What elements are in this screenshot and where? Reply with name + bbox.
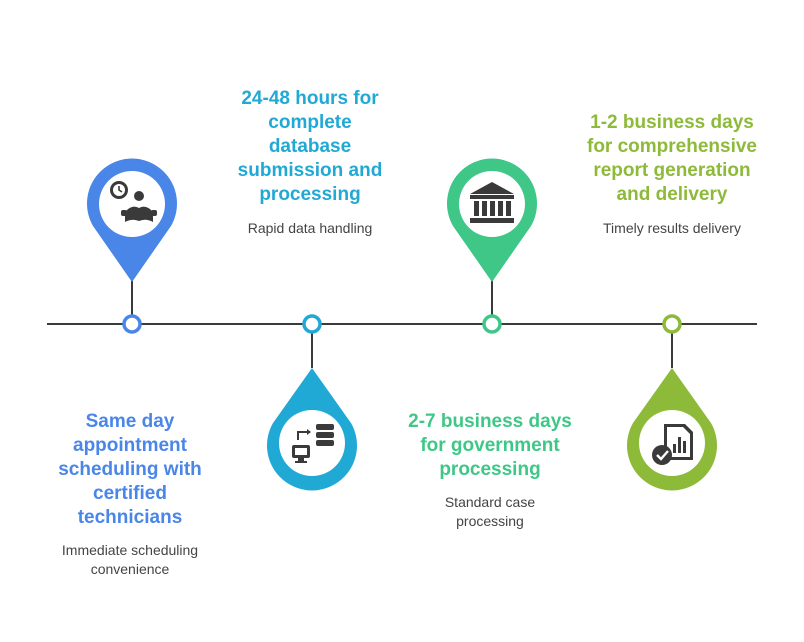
timeline-node-2 xyxy=(302,314,322,334)
timeline-node-1 xyxy=(122,314,142,334)
government-building-icon xyxy=(470,182,514,223)
milestone-2-title: 24-48 hours for complete database submis… xyxy=(237,88,383,205)
milestone-1-title: Same day appointment scheduling with cer… xyxy=(58,411,202,528)
milestone-3-subtitle: Standard case processing xyxy=(444,494,536,529)
milestone-4-subtitle: Timely results delivery xyxy=(603,220,741,236)
marker-pin-3 xyxy=(447,158,537,282)
database-transfer-icon xyxy=(292,424,334,463)
milestone-2-subtitle: Rapid data handling xyxy=(247,220,373,236)
report-check-icon xyxy=(652,424,693,465)
technician-icon xyxy=(110,181,157,222)
marker-pin-4 xyxy=(627,368,717,491)
marker-pin-2 xyxy=(267,368,357,491)
marker-pin-1 xyxy=(87,158,177,282)
milestone-3-title: 2-7 business days for government process… xyxy=(408,411,572,480)
timeline-node-3 xyxy=(482,314,502,334)
milestone-4-title: 1-2 business days for comprehensive repo… xyxy=(587,112,757,205)
milestone-1-subtitle: Immediate scheduling convenience xyxy=(61,542,199,577)
timeline-node-4 xyxy=(662,314,682,334)
